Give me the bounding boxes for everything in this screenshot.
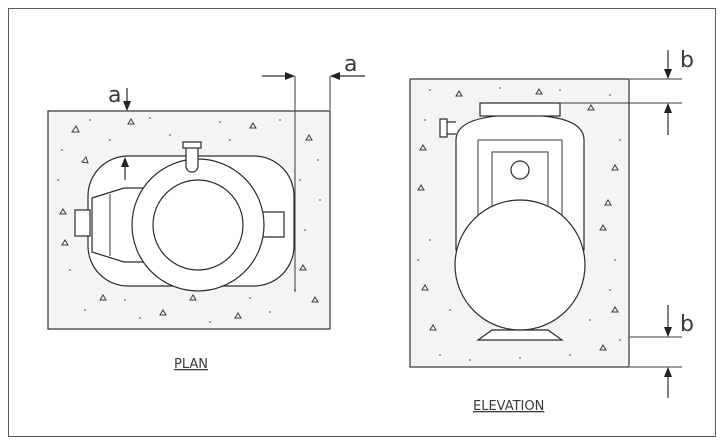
elevation-dim-label-bottom: b <box>680 312 694 337</box>
elevation-view: b b ELEVATION <box>409 48 694 414</box>
elevation-concrete-dots <box>417 87 621 361</box>
plan-vent-cap <box>182 141 202 149</box>
elevation-inner-shaft-2 <box>491 151 549 250</box>
elevation-port-circle <box>510 160 530 180</box>
elevation-title: ELEVATION <box>473 399 544 414</box>
elevation-side-pipe-flange <box>439 118 448 138</box>
elevation-inner-shaft <box>477 139 563 250</box>
plan-vent-pipe <box>185 147 199 173</box>
elevation-concrete-texture <box>417 88 619 351</box>
plan-inlet-left <box>74 209 91 237</box>
plan-title: PLAN <box>174 357 208 372</box>
plan-dim-label-horizontal: a <box>344 52 357 77</box>
drawing-frame <box>8 8 716 437</box>
plan-dim-label-vertical: a <box>108 83 121 108</box>
elevation-top-riser <box>479 102 561 117</box>
elevation-tank-circle <box>454 199 586 331</box>
elevation-dim-label-top: b <box>680 48 694 73</box>
elevation-support-feet <box>476 329 564 341</box>
plan-manway-circle <box>152 179 244 271</box>
plan-view: a a PLAN <box>47 52 365 372</box>
